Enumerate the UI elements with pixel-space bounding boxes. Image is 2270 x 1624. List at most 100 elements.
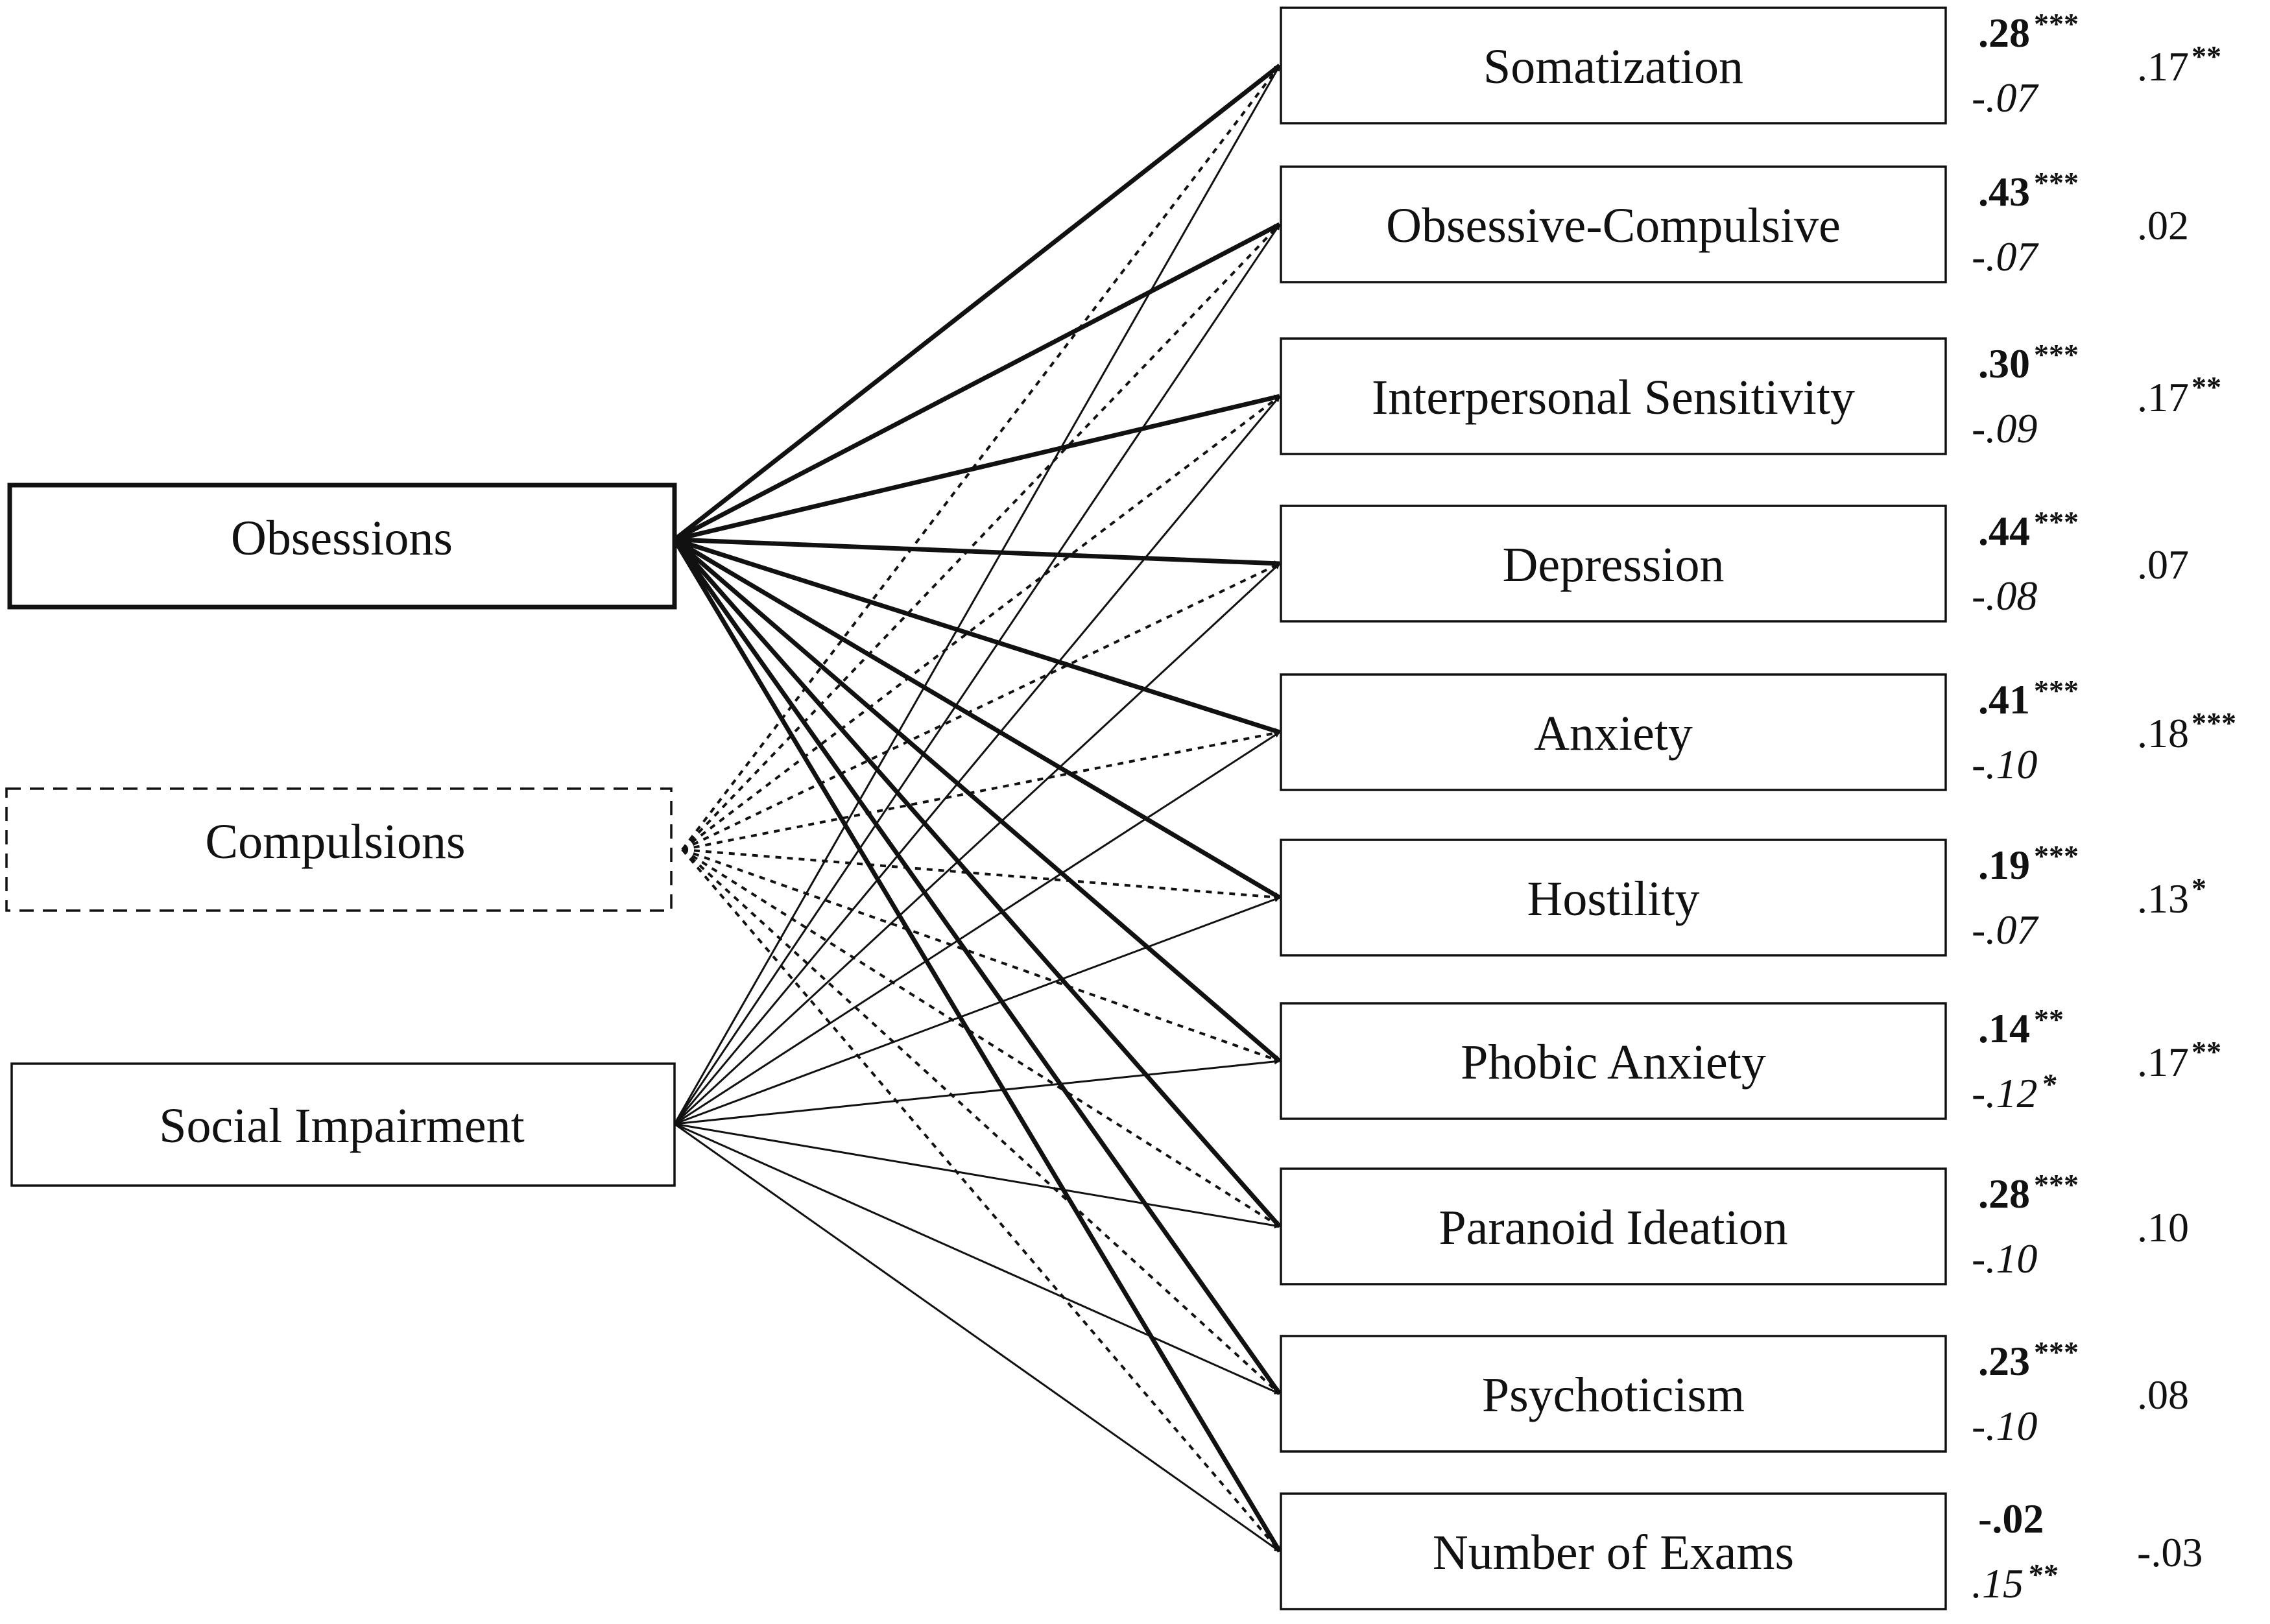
predictor-label-compulsions: Compulsions <box>205 815 465 869</box>
coef-obsessions-value: .43 <box>1978 169 2030 215</box>
coef-obsessions: .41*** <box>1978 674 2079 722</box>
coef-compulsions-value: .08 <box>2137 1372 2189 1418</box>
outcome-box <box>1280 1167 1947 1285</box>
outcome-label: Paranoid Ideation <box>1439 1200 1787 1255</box>
coef-social-impairment: -.10 <box>1972 1236 2037 1282</box>
coef-social-impairment: -.07 <box>1972 233 2039 280</box>
outcome-label: Psychoticism <box>1482 1368 1745 1422</box>
outcome-label: Somatization <box>1483 40 1743 94</box>
coef-obsessions: .30*** <box>1978 338 2079 387</box>
path-obsessions-to-outcome-6 <box>673 537 1281 900</box>
coef-compulsions-stars: * <box>2192 872 2206 905</box>
coef-compulsions-value: .17 <box>2137 374 2189 420</box>
path-obsessions-to-outcome-10 <box>672 538 1282 1553</box>
coef-compulsions: .10 <box>2137 1204 2189 1250</box>
outcome-label: Obsessive-Compulsive <box>1386 198 1841 253</box>
outcome-9: Psychoticism .23*** -.10 .08 <box>1280 1335 2189 1453</box>
path-compulsions-to-outcome-10 <box>681 848 1281 1553</box>
path-social-to-outcome-2 <box>673 224 1281 1125</box>
predictor-label-social-impairment: Social Impairment <box>159 1099 525 1153</box>
outcome-label: Hostility <box>1527 872 1699 926</box>
coef-obsessions-stars: *** <box>2034 839 2079 872</box>
outcome-label: Depression <box>1503 538 1725 592</box>
coef-social-impairment: -.12* <box>1972 1068 2057 1116</box>
coef-compulsions: .17** <box>2137 370 2221 420</box>
outcome-label: Interpersonal Sensitivity <box>1372 370 1855 425</box>
predictor-label-obsessions: Obsessions <box>231 511 453 566</box>
outcome-variables: Somatization.28***-.07.17**Obsessive-Com… <box>1280 6 2236 1610</box>
coef-social-impairment-value: -.10 <box>1972 741 2037 787</box>
coef-obsessions: .23*** <box>1978 1335 2079 1384</box>
coef-social-impairment: -.07 <box>1972 907 2039 953</box>
path-obsessions-to-outcome-8 <box>673 538 1282 1228</box>
outcome-box <box>1280 1492 1947 1610</box>
coef-social-impairment-value: -.10 <box>1972 1236 2037 1282</box>
coef-social-impairment: .15** <box>1972 1558 2058 1606</box>
outcome-2: Obsessive-Compulsive.43***-.07.02 <box>1280 165 2189 283</box>
path-social-to-outcome-8 <box>674 1123 1280 1229</box>
outcome-1: Somatization.28***-.07.17** <box>1280 6 2221 125</box>
coef-compulsions: .18*** <box>2137 706 2236 756</box>
coef-compulsions-value: .10 <box>2137 1204 2189 1250</box>
coef-obsessions-value: .14 <box>1978 1005 2030 1051</box>
coef-compulsions: .02 <box>2137 202 2189 248</box>
outcome-label: Phobic Anxiety <box>1461 1035 1766 1090</box>
path-social-to-outcome-7 <box>674 1058 1280 1125</box>
coef-obsessions: .44*** <box>1978 505 2079 554</box>
coef-compulsions-value: .17 <box>2137 43 2189 90</box>
path-social-to-outcome-1 <box>673 65 1281 1125</box>
coef-obsessions-stars: *** <box>2034 674 2079 707</box>
coef-compulsions: .07 <box>2137 542 2189 588</box>
regression-paths <box>672 64 1282 1553</box>
coef-social-impairment-value: .15 <box>1972 1560 2024 1606</box>
coef-obsessions: .14** <box>1978 1003 2064 1051</box>
outcome-box <box>1280 165 1947 283</box>
coef-obsessions-value: .28 <box>1978 1171 2030 1217</box>
path-social-to-outcome-3 <box>673 396 1281 1125</box>
predictor-box-social-impairment <box>10 1062 676 1187</box>
coef-obsessions-value: .23 <box>1978 1338 2030 1384</box>
coef-obsessions-value: .30 <box>1978 340 2030 387</box>
coef-obsessions-stars: *** <box>2034 505 2079 538</box>
coef-obsessions: -.02 <box>1978 1496 2044 1542</box>
coef-social-impairment-value: -.09 <box>1972 405 2037 451</box>
coef-obsessions-stars: *** <box>2034 7 2079 40</box>
coef-compulsions-stars: ** <box>2192 40 2221 73</box>
predictor-obsessions: Obsessions <box>7 483 677 610</box>
coef-social-impairment-stars: ** <box>2027 1558 2058 1591</box>
coef-compulsions-value: .17 <box>2137 1039 2189 1085</box>
outcome-box <box>1280 839 1947 957</box>
predictor-box-obsessions <box>7 483 677 610</box>
coef-compulsions-value: -.03 <box>2137 1529 2203 1575</box>
path-compulsions-to-outcome-5 <box>682 730 1280 851</box>
path-obsessions-to-outcome-3 <box>674 394 1280 542</box>
coef-obsessions: .19*** <box>1978 839 2079 888</box>
coef-obsessions-stars: *** <box>2034 338 2079 371</box>
coef-obsessions-value: .19 <box>1978 842 2030 888</box>
coef-social-impairment: -.08 <box>1972 573 2037 619</box>
coef-compulsions-value: .02 <box>2137 202 2189 248</box>
coef-social-impairment: -.07 <box>1972 75 2039 121</box>
path-social-to-outcome-5 <box>674 731 1280 1125</box>
coef-compulsions: -.03 <box>2137 1529 2203 1575</box>
coef-social-impairment-value: -.07 <box>1972 75 2039 121</box>
path-obsessions-to-outcome-9 <box>673 538 1282 1396</box>
coef-social-impairment: -.10 <box>1972 1403 2037 1449</box>
outcome-7: Phobic Anxiety.14**-.12*.17** <box>1280 1002 2221 1120</box>
outcome-box <box>1280 6 1947 125</box>
path-obsessions-to-outcome-4 <box>674 537 1280 567</box>
path-obsessions-to-outcome-7 <box>673 538 1282 1063</box>
coef-obsessions-value: .44 <box>1978 508 2030 554</box>
path-compulsions-to-outcome-1 <box>681 64 1281 851</box>
coef-social-impairment-stars: * <box>2041 1068 2057 1101</box>
path-social-to-outcome-6 <box>674 896 1280 1125</box>
predictor-box-compulsions <box>5 787 673 912</box>
path-compulsions-to-outcome-4 <box>682 562 1280 851</box>
coef-social-impairment-value: -.07 <box>1972 233 2039 280</box>
predictor-compulsions: Compulsions <box>5 787 673 912</box>
coef-obsessions-value: .41 <box>1978 676 2030 722</box>
outcome-box <box>1280 505 1947 623</box>
coef-social-impairment: -.09 <box>1972 405 2037 451</box>
path-obsessions-to-outcome-1 <box>673 64 1282 542</box>
